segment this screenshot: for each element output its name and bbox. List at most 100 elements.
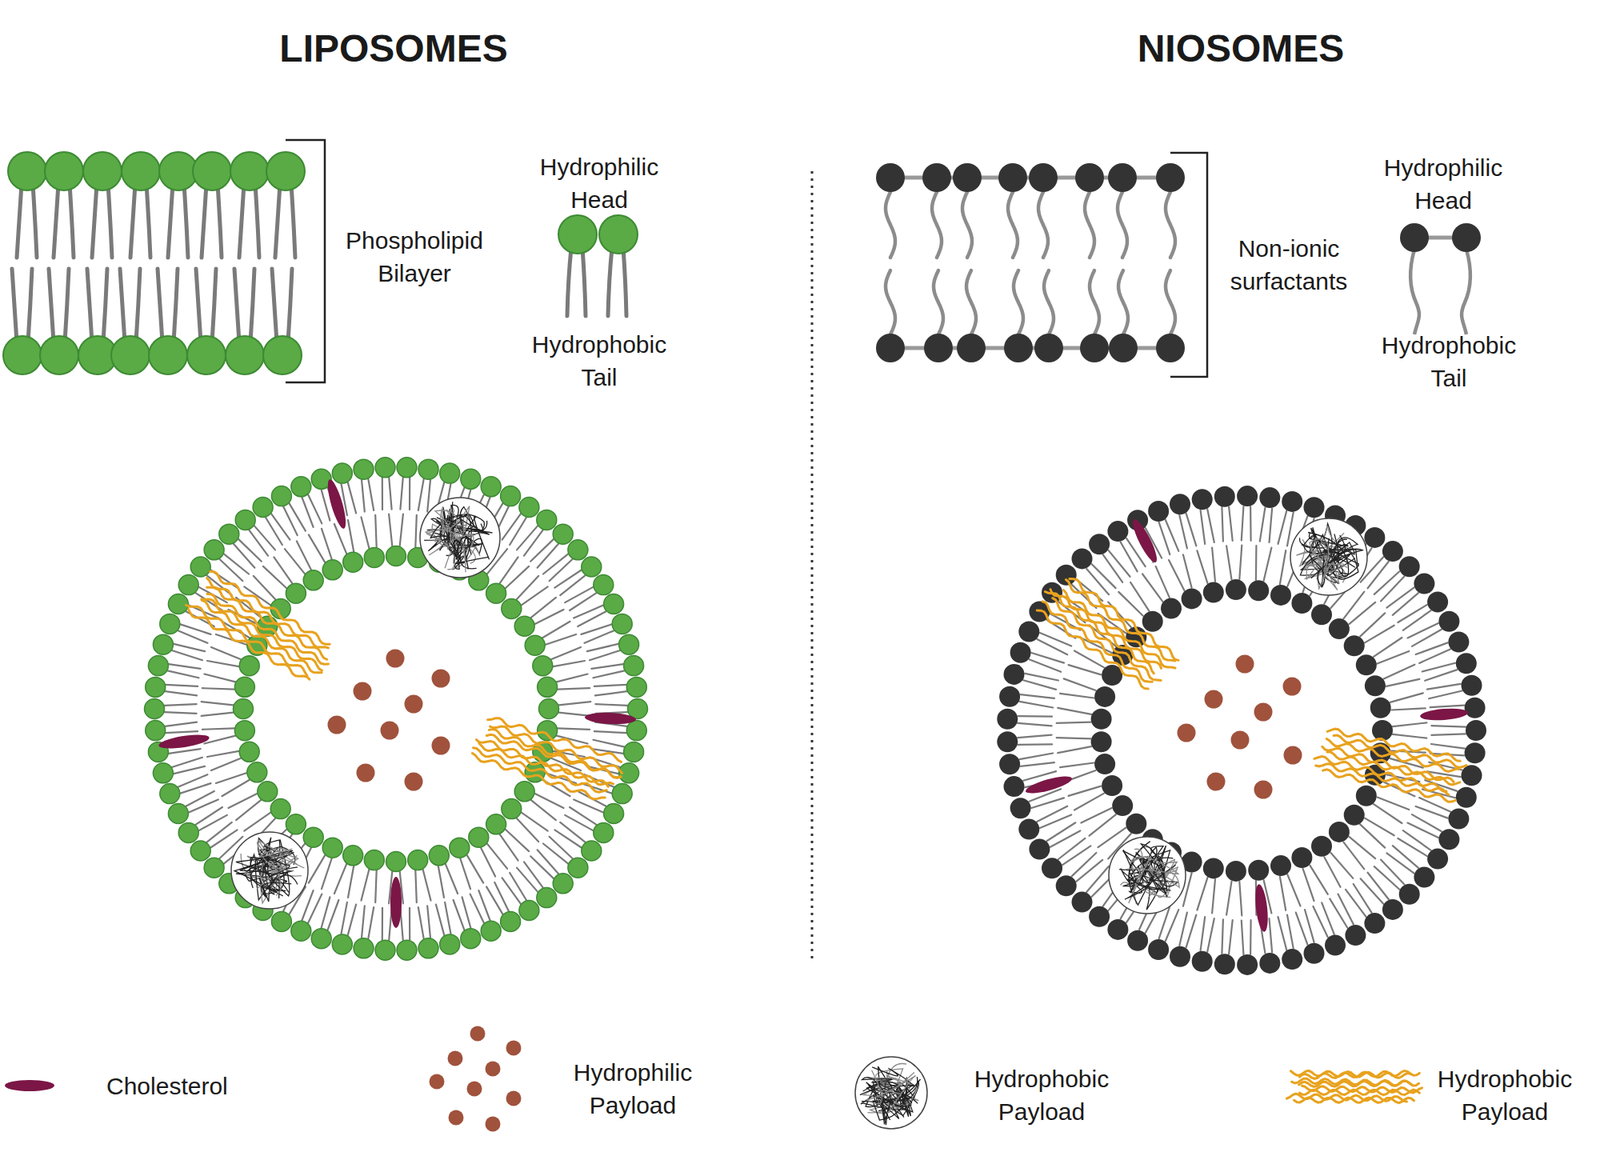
membrane-tail bbox=[553, 660, 586, 667]
membrane-tail bbox=[168, 748, 201, 754]
membrane-tail bbox=[1080, 808, 1112, 824]
lipid-head bbox=[263, 336, 302, 375]
ball-outline bbox=[855, 1056, 928, 1129]
surfactant-tail bbox=[1008, 192, 1018, 258]
membrane-tail bbox=[172, 650, 203, 660]
ball-strand bbox=[863, 1081, 913, 1112]
membrane-tail bbox=[408, 908, 411, 940]
lipid-head bbox=[322, 837, 343, 858]
surfactant-tail bbox=[1013, 270, 1024, 335]
hydrophilic-payload bbox=[1236, 655, 1255, 674]
membrane-tail bbox=[535, 609, 564, 624]
surfactant-head bbox=[1088, 533, 1110, 555]
lipid-vesicle bbox=[144, 457, 648, 960]
ball-strand bbox=[257, 840, 299, 896]
membrane-tail bbox=[1412, 629, 1442, 647]
membrane-tail bbox=[164, 712, 197, 714]
surfactant-tail bbox=[1118, 270, 1128, 335]
membrane-tail bbox=[591, 664, 624, 669]
lipid-head bbox=[230, 152, 269, 191]
membrane-tail bbox=[296, 541, 312, 571]
lipid-tail bbox=[288, 268, 292, 343]
membrane-tail bbox=[453, 900, 465, 931]
membrane-tail bbox=[348, 866, 354, 899]
membrane-tail bbox=[462, 896, 472, 928]
hydrophilic-payload bbox=[380, 721, 400, 740]
membrane-tail bbox=[321, 528, 332, 560]
membrane-tail bbox=[1196, 550, 1208, 584]
cholesterol bbox=[390, 876, 402, 928]
lipid-head bbox=[285, 583, 306, 604]
surfactant-head bbox=[1413, 573, 1435, 595]
lipid-head bbox=[152, 763, 173, 784]
membrane-tail bbox=[1416, 806, 1448, 819]
lipid-tail bbox=[239, 184, 244, 258]
bundle-strand bbox=[1068, 576, 1183, 662]
membrane-tail bbox=[542, 621, 571, 638]
membrane-tail bbox=[1056, 737, 1092, 739]
lipid-head bbox=[396, 940, 417, 960]
lipid-head bbox=[303, 827, 324, 848]
surfactant-head bbox=[1452, 223, 1481, 252]
surfactant-head bbox=[1291, 592, 1312, 614]
hydrophilic-payload bbox=[432, 669, 451, 688]
lipid-tail bbox=[108, 184, 112, 258]
surfactant-head bbox=[1311, 604, 1332, 625]
membrane-tail bbox=[321, 489, 331, 521]
membrane-tail bbox=[1207, 918, 1215, 952]
membrane-tail bbox=[165, 684, 198, 687]
membrane-tail bbox=[211, 647, 241, 660]
lipid-head bbox=[266, 152, 305, 191]
lipid-head bbox=[552, 524, 573, 544]
surfactant-head bbox=[1236, 485, 1258, 507]
surfactant-head bbox=[1270, 855, 1292, 876]
membrane-tail bbox=[549, 836, 573, 860]
lipid-head bbox=[144, 699, 165, 720]
ball-strand bbox=[256, 842, 294, 872]
surfactant-head bbox=[1281, 491, 1303, 512]
lipid-head bbox=[271, 486, 292, 507]
membrane-tail bbox=[1287, 874, 1300, 906]
membrane-tail bbox=[219, 559, 243, 582]
surfactant-head bbox=[1004, 776, 1025, 797]
membrane-tail bbox=[1384, 664, 1416, 680]
membrane-tail bbox=[361, 869, 370, 901]
membrane-tail bbox=[206, 822, 232, 843]
part-label: Hydrophilic Head bbox=[515, 150, 684, 216]
surfactant-tail bbox=[1044, 270, 1054, 335]
membrane-tail bbox=[1408, 823, 1439, 838]
membrane-tail bbox=[1364, 625, 1395, 644]
membrane-tail bbox=[233, 544, 256, 568]
membrane-tail bbox=[595, 704, 628, 706]
lipid-head bbox=[83, 152, 122, 191]
membrane-tail bbox=[1397, 604, 1427, 623]
legend-dot bbox=[429, 1074, 445, 1090]
cholesterol bbox=[1253, 883, 1271, 932]
membrane-tail bbox=[569, 807, 597, 825]
lipid-head bbox=[343, 845, 364, 866]
lipid-head bbox=[225, 336, 264, 375]
bundle-strand bbox=[1294, 1097, 1415, 1104]
hydrophobic-payload-bundle bbox=[1311, 724, 1468, 806]
ball-strand bbox=[435, 510, 474, 550]
membrane-tail bbox=[486, 886, 503, 915]
lipid-tail bbox=[48, 268, 54, 343]
surfactant-tail bbox=[962, 192, 972, 258]
membrane-tail bbox=[480, 848, 496, 877]
lipid-tail bbox=[32, 184, 37, 258]
lipid-head bbox=[537, 676, 558, 697]
lipid-head bbox=[291, 476, 312, 497]
surfactant-head bbox=[1080, 333, 1109, 363]
membrane-tail bbox=[1040, 814, 1072, 828]
membrane-tail bbox=[1260, 508, 1266, 542]
surfactant-head bbox=[1142, 611, 1164, 632]
membrane-tail bbox=[1068, 664, 1102, 675]
membrane-tail bbox=[173, 766, 205, 774]
membrane-tail bbox=[1168, 560, 1184, 591]
legend-text: Hydrophobic Payload bbox=[1412, 1062, 1597, 1128]
membrane-tail bbox=[368, 479, 374, 511]
surfactant-tail bbox=[966, 270, 976, 335]
hydrophilic-payload bbox=[432, 736, 451, 756]
membrane-tail bbox=[1343, 842, 1364, 870]
cholesterol bbox=[1128, 516, 1161, 565]
